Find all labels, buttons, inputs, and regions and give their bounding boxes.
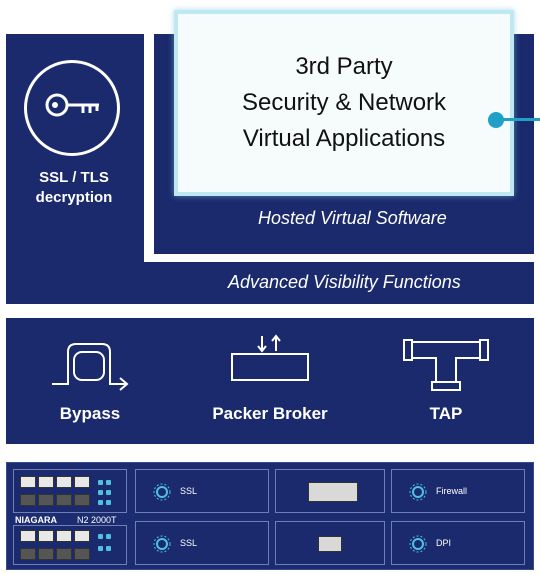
module-slot-empty-bottom bbox=[275, 521, 385, 565]
port-block-bottom bbox=[13, 525, 127, 565]
callout-line-3: Virtual Applications bbox=[242, 125, 446, 152]
bypass-label: Bypass bbox=[59, 404, 121, 423]
gear-icon bbox=[153, 535, 171, 553]
third-party-apps-callout: 3rd Party Security & Network Virtual App… bbox=[174, 10, 514, 196]
panel-divider-vertical bbox=[144, 34, 154, 262]
advanced-visibility-label: Advanced Visibility Functions bbox=[228, 272, 461, 292]
module-slot-ssl-top: SSL bbox=[135, 469, 269, 513]
connector-line bbox=[500, 118, 540, 121]
module-label-1: SSL bbox=[180, 486, 198, 496]
packet-broker-icon bbox=[231, 334, 309, 381]
packet-broker-label: Packer Broker bbox=[212, 404, 328, 423]
callout-line-1: 3rd Party bbox=[295, 53, 393, 80]
key-icon bbox=[24, 60, 120, 156]
gear-icon bbox=[153, 483, 171, 501]
module-slot-dpi: DPI bbox=[391, 521, 525, 565]
module-label-2: Firewall bbox=[436, 486, 468, 496]
panel-divider-horizontal bbox=[144, 254, 534, 262]
gear-icon bbox=[409, 535, 427, 553]
module-label-4: DPI bbox=[436, 538, 452, 548]
hardware-appliance: NIAGARA N2 2000T SSL Firewall bbox=[6, 462, 534, 570]
module-slot-ssl-bottom: SSL bbox=[135, 521, 269, 565]
bypass-icon bbox=[52, 343, 129, 391]
tap-label: TAP bbox=[429, 404, 463, 423]
ssl-tls-line-2: decryption bbox=[35, 189, 113, 206]
module-slot-firewall: Firewall bbox=[391, 469, 525, 513]
appliance-brand: NIAGARA bbox=[15, 515, 57, 525]
module-label-3: SSL bbox=[180, 538, 198, 548]
tap-icon bbox=[403, 339, 489, 391]
module-slot-empty-top bbox=[275, 469, 385, 513]
appliance-model: N2 2000T bbox=[77, 515, 117, 525]
callout-line-2: Security & Network bbox=[241, 89, 447, 116]
gear-icon bbox=[409, 483, 427, 501]
hosted-software-label: Hosted Virtual Software bbox=[258, 208, 447, 228]
ssl-tls-label: SSL / TLS decryption bbox=[14, 168, 134, 208]
connector-dot bbox=[488, 112, 504, 128]
port-block-top bbox=[13, 469, 127, 513]
ssl-tls-line-1: SSL / TLS bbox=[39, 169, 109, 186]
